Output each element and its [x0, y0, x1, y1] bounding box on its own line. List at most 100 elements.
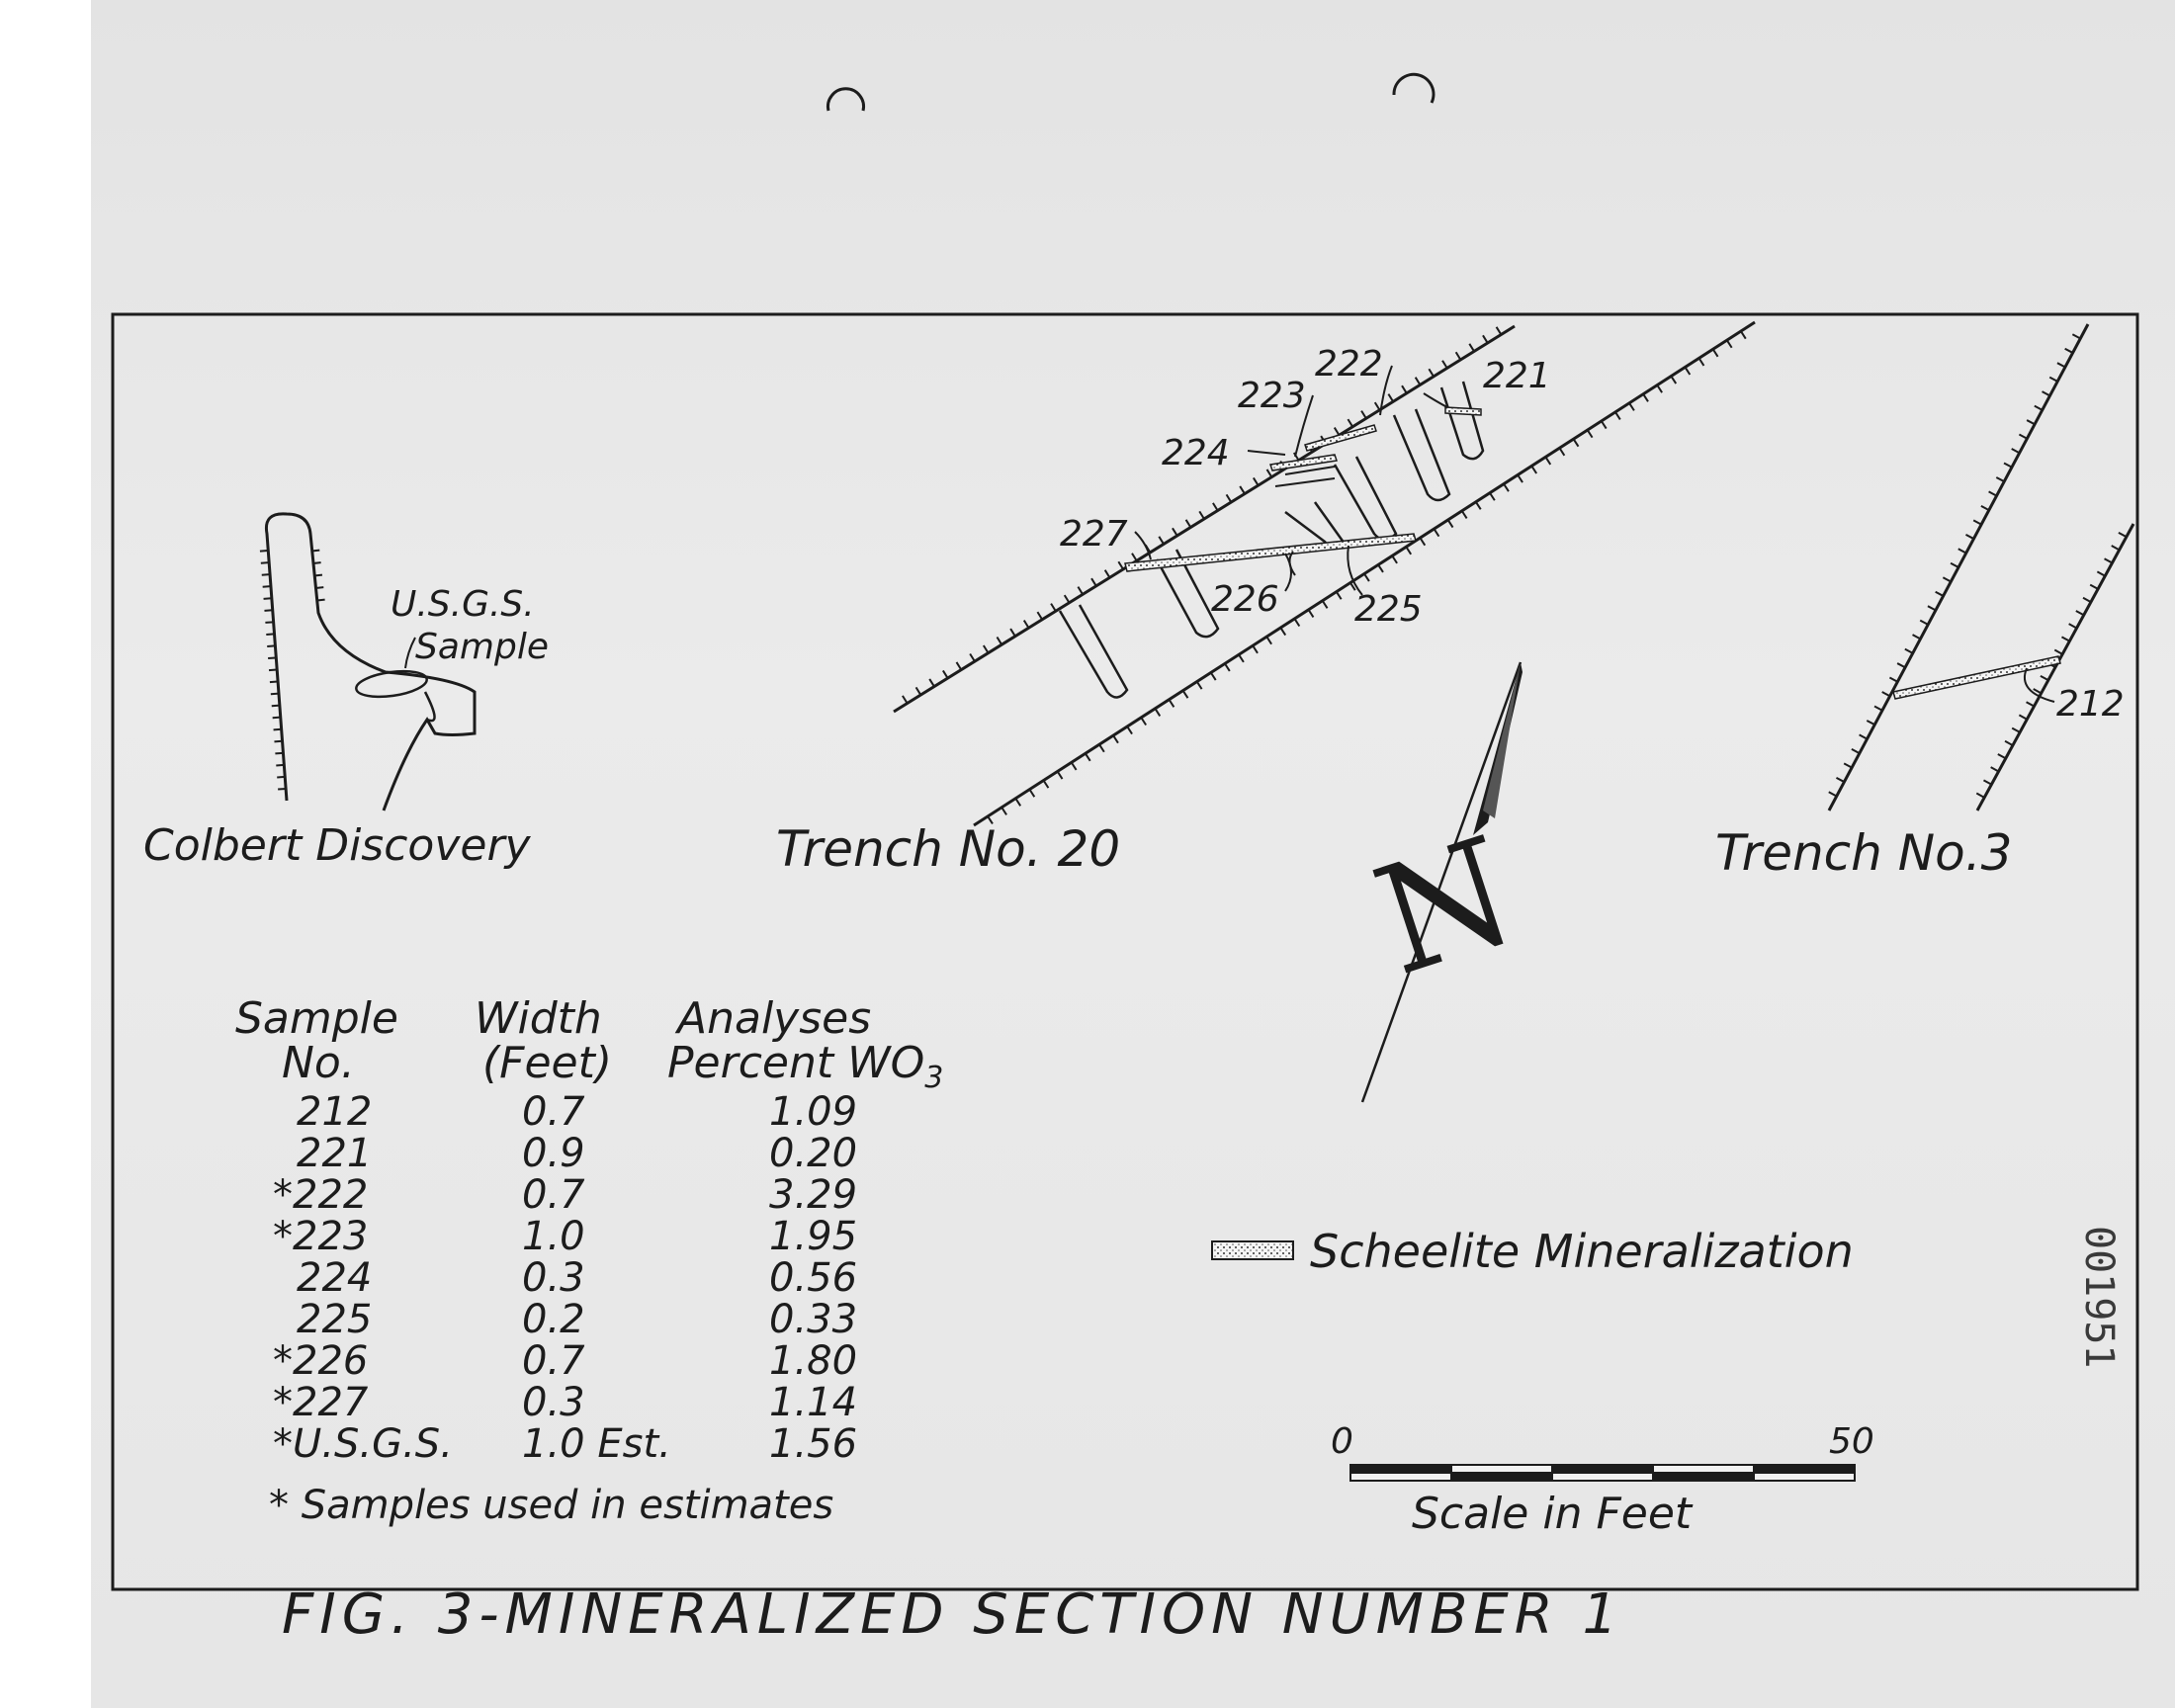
table-cell-width: 0.3 [522, 1255, 585, 1301]
punch-hole-left [826, 87, 865, 112]
hachure-tick [1997, 753, 2007, 760]
hachure-tick [928, 678, 935, 688]
table-cell-wo3: 1.09 [769, 1089, 858, 1135]
hachure-tick [1391, 555, 1398, 564]
table-cell-width: 0.7 [522, 1172, 585, 1218]
table-cell-wo3: 0.33 [769, 1297, 858, 1342]
trench-3-hachures [1828, 333, 2128, 799]
hachure-tick [1586, 429, 1594, 439]
hachure-tick [1117, 560, 1124, 570]
hachure-tick [1866, 720, 1875, 726]
header-width-line1: Width [475, 993, 602, 1044]
hachure-tick [262, 585, 271, 588]
hachure-tick [1140, 717, 1148, 726]
hachure-tick [942, 669, 949, 679]
table-cell-sample: *222 [273, 1172, 369, 1218]
figure-caption: FIG. 3-MINERALIZED SECTION NUMBER 1 [282, 1582, 1623, 1647]
hachure-tick [1103, 569, 1111, 578]
sample-label-222: 222 [1315, 344, 1383, 384]
header-analyses-line1: Analyses [677, 993, 872, 1044]
scanned-sheet [91, 0, 2175, 1708]
hachure-tick [1292, 452, 1300, 462]
trench-3-scheelite-vein [1892, 655, 2061, 700]
sample-label-227: 227 [1060, 514, 1128, 555]
trench-3-walls [1827, 323, 2135, 811]
hachure-tick [1964, 533, 1974, 540]
hachure-tick [1239, 485, 1246, 495]
table-cell-wo3: 1.14 [769, 1380, 858, 1425]
hachure-tick [1347, 418, 1354, 428]
hachure-tick [2026, 701, 2035, 708]
hachure-tick [275, 751, 284, 755]
hachure-tick [996, 637, 1003, 645]
hachure-tick [1975, 792, 1985, 799]
hachure-tick [2053, 648, 2063, 655]
colbert-discovery-outline [264, 512, 477, 811]
hachure-tick [1725, 339, 1733, 349]
hachure-tick [1198, 510, 1205, 520]
scale-bar [1349, 1464, 1856, 1482]
hachure-tick [2034, 404, 2044, 411]
hachure-tick [1740, 330, 1747, 340]
scale-segment [1349, 1472, 1452, 1482]
hachure-tick [1405, 546, 1413, 555]
hachure-tick [1335, 591, 1343, 600]
hachure-tick [1212, 502, 1219, 512]
hachure-tick [1460, 510, 1468, 519]
header-width-line2: (Feet) [482, 1038, 613, 1088]
hachure-tick [955, 661, 963, 671]
hachure-tick [1253, 476, 1260, 486]
sample-label-224: 224 [1162, 433, 1230, 473]
hachure-tick [266, 633, 275, 636]
hachure-tick [2033, 688, 2043, 695]
hachure-tick [1042, 780, 1050, 789]
hachure-tick [311, 549, 320, 553]
hachure-tick [1888, 676, 1898, 683]
hachure-tick [2089, 583, 2099, 590]
scale-segment [1551, 1464, 1654, 1474]
hachure-tick [273, 727, 282, 731]
hachure-tick [1070, 761, 1078, 771]
hachure-tick [2096, 570, 2106, 577]
hachure-tick [1022, 620, 1030, 629]
hachure-tick [1056, 770, 1064, 780]
hachure-tick [1995, 476, 2005, 483]
table-cell-wo3: 0.56 [769, 1255, 858, 1301]
hachure-tick [1225, 493, 1233, 503]
hachure-tick [1446, 519, 1454, 529]
scale-caption: Scale in Feet [1412, 1489, 1694, 1539]
hachure-tick [1881, 691, 1891, 698]
sample-label-225: 225 [1354, 589, 1423, 630]
hachure-tick [1468, 343, 1475, 352]
scale-segment [1450, 1472, 1553, 1482]
header-sample-line2: No. [282, 1038, 355, 1088]
hachure-tick [1927, 605, 1937, 612]
hachure-tick [1307, 609, 1315, 618]
hachure-tick [1098, 743, 1105, 753]
hachure-tick [1414, 377, 1422, 385]
hachure-tick [1935, 590, 1945, 597]
hachure-tick [1642, 393, 1649, 402]
hachure-tick [2064, 347, 2074, 354]
hachure-tick [1279, 627, 1287, 637]
scale-segment [1753, 1464, 1856, 1474]
hachure-tick [269, 680, 278, 684]
hachure-tick [1530, 465, 1538, 474]
hachure-tick [1401, 384, 1408, 394]
hachure-tick [1475, 501, 1482, 510]
table-cell-width: 0.2 [522, 1297, 585, 1342]
hachure-tick [2048, 376, 2058, 383]
hachure-tick [1433, 528, 1440, 538]
scan-margin [0, 0, 91, 1708]
hachure-tick [1835, 776, 1845, 783]
hachure-tick [1489, 492, 1496, 501]
hachure-tick [2042, 390, 2050, 397]
hachure-tick [2075, 610, 2085, 617]
hachure-tick [277, 775, 286, 779]
hachure-tick [2011, 726, 2021, 733]
usgs-sample-label-line1: U.S.G.S. [391, 584, 535, 625]
header-analyses-text: Percent WO [667, 1038, 925, 1088]
header-sample-line1: Sample [235, 993, 398, 1044]
figure-frame [111, 312, 2139, 1591]
